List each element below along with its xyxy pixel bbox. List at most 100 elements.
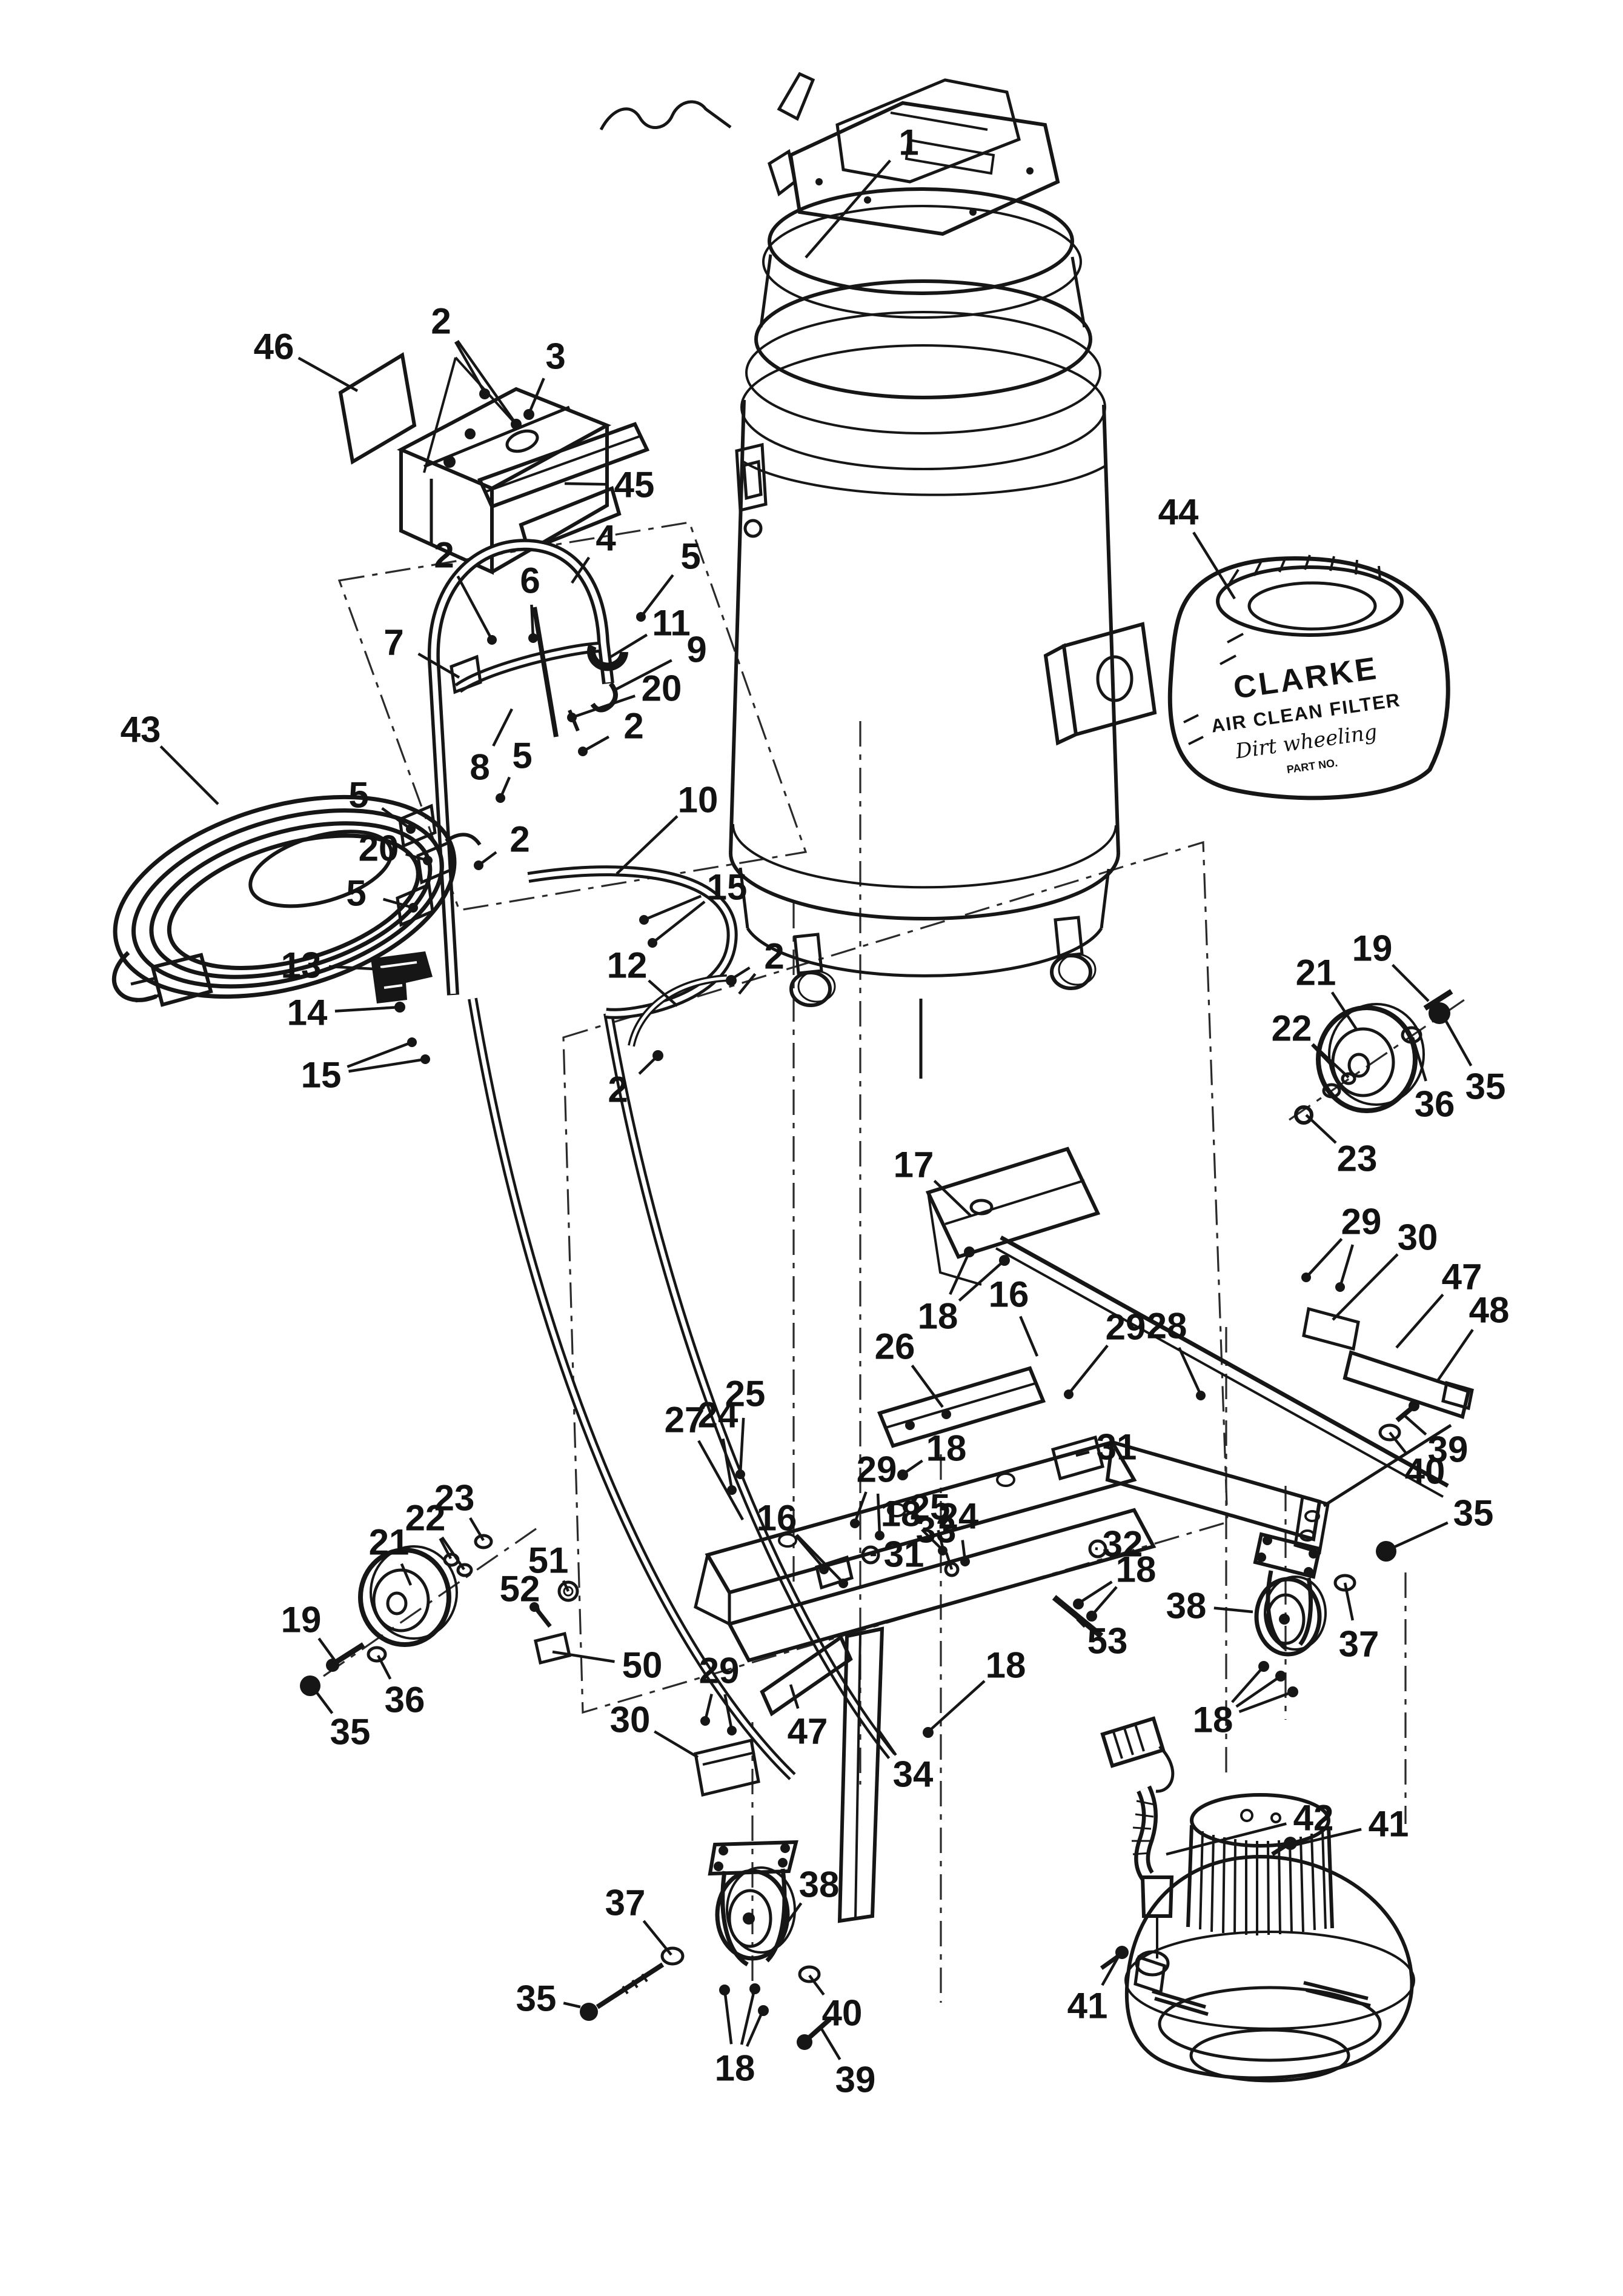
leader-line xyxy=(609,633,648,658)
leader-line xyxy=(382,897,414,910)
callout-41: 41 xyxy=(1067,1986,1108,2026)
leader-line xyxy=(949,1251,971,1296)
callout-17: 17 xyxy=(894,1145,934,1185)
power-cord-43 xyxy=(113,794,457,999)
callout-35: 35 xyxy=(516,1978,557,2019)
plate-45 xyxy=(477,422,650,509)
callout-44: 44 xyxy=(1158,492,1199,533)
washer-40 xyxy=(1378,1423,1401,1442)
leader-line xyxy=(297,356,359,392)
leader-line xyxy=(616,815,679,875)
callout-15: 15 xyxy=(707,867,748,908)
leader-line xyxy=(808,1974,825,1996)
bag-line3-text: PART NO. xyxy=(1286,756,1339,776)
callout-11: 11 xyxy=(652,603,690,644)
washer-23 xyxy=(474,1534,493,1549)
leader-line xyxy=(876,1727,897,1756)
leader-line xyxy=(582,735,609,753)
bracket-17 xyxy=(925,1146,1101,1259)
callout-12: 12 xyxy=(607,945,648,986)
bracket-30-right xyxy=(1302,1306,1360,1351)
callout-22: 22 xyxy=(1272,1008,1312,1049)
hose-fitting xyxy=(1140,1875,1174,1918)
leader-line xyxy=(1090,1586,1118,1617)
angle-rail-28 xyxy=(1000,1235,1449,1488)
callout-48: 48 xyxy=(1469,1290,1510,1331)
leader-line xyxy=(723,1694,734,1731)
callout-18: 18 xyxy=(918,1296,958,1337)
leader-line xyxy=(492,708,514,747)
leader-line xyxy=(612,659,672,692)
leader-line xyxy=(328,965,386,971)
bolt-35 xyxy=(596,1962,665,2009)
axle-bolt-19 xyxy=(1423,989,1453,1011)
leader-line xyxy=(1286,1828,1362,1849)
leader-line xyxy=(1192,531,1236,600)
callout-31: 31 xyxy=(884,1534,924,1575)
callout-36: 36 xyxy=(385,1680,425,1720)
callout-32: 32 xyxy=(1103,1524,1143,1565)
caster-right-group xyxy=(1253,1532,1396,1697)
tank-caster xyxy=(1050,916,1097,990)
callout-18: 18 xyxy=(715,2048,755,2089)
leader-line xyxy=(477,851,497,867)
caster-plate xyxy=(708,1840,798,1876)
phantom-outlines xyxy=(323,521,1467,2003)
leader-line xyxy=(1213,1606,1253,1614)
wheel-21 xyxy=(1316,1005,1418,1113)
callout-35: 35 xyxy=(1465,1066,1506,1107)
blower-dome xyxy=(1124,1854,1414,2080)
plate-47-bottom xyxy=(760,1634,853,1717)
leader-line xyxy=(334,1005,400,1013)
callout-10: 10 xyxy=(678,780,719,820)
callout-39: 39 xyxy=(1428,1429,1469,1470)
callout-34: 34 xyxy=(893,1754,934,1795)
caster-bottom-group xyxy=(580,1840,832,2050)
leader-line xyxy=(794,1534,825,1569)
leader-line xyxy=(1075,1451,1090,1457)
leader-line xyxy=(1231,1665,1265,1703)
callout-1: 1 xyxy=(898,122,918,163)
upright-34 xyxy=(837,1626,885,1923)
callout-18: 18 xyxy=(986,1645,1026,1686)
frame-rail-upper xyxy=(705,1440,1137,1595)
leader-line xyxy=(499,776,511,799)
leader-line xyxy=(642,1920,672,1956)
leader-line xyxy=(958,1259,1006,1302)
leader-line xyxy=(1391,963,1430,1002)
callout-37: 37 xyxy=(605,1883,646,1923)
callout-24: 24 xyxy=(938,1496,979,1537)
callout-13: 13 xyxy=(281,945,322,986)
callout-3: 3 xyxy=(545,336,565,377)
callout-24: 24 xyxy=(698,1395,738,1436)
leader-line xyxy=(745,2009,765,2047)
leader-line xyxy=(1395,1293,1444,1349)
washer-37 xyxy=(1333,1574,1356,1592)
leader-line xyxy=(469,1517,485,1542)
leader-line xyxy=(1305,1114,1337,1144)
plate-46 xyxy=(338,352,417,465)
callout-51: 51 xyxy=(528,1540,569,1581)
screw-41-left xyxy=(1100,1954,1120,1970)
tank-caster xyxy=(789,933,836,1007)
handle-loop-lower xyxy=(527,865,738,1019)
leader-line xyxy=(417,652,460,679)
leader-line xyxy=(347,1040,413,1068)
nut-23 xyxy=(1294,1105,1313,1125)
callout-25: 25 xyxy=(725,1374,766,1414)
plate-47-right xyxy=(1343,1350,1471,1419)
leader-line xyxy=(738,973,757,995)
cord-plug xyxy=(112,833,482,1007)
leader-line xyxy=(571,694,636,719)
leader-line xyxy=(377,1654,392,1680)
callout-4: 4 xyxy=(596,518,616,559)
clamp-16 xyxy=(815,1555,854,1590)
callout-30: 30 xyxy=(610,1700,651,1740)
leader-line xyxy=(552,1650,615,1663)
callout-47: 47 xyxy=(1442,1257,1482,1297)
bracket-30-bottom xyxy=(694,1738,760,1797)
leader-line xyxy=(571,556,591,584)
callout-23: 23 xyxy=(1337,1139,1378,1179)
callout-9: 9 xyxy=(686,630,706,670)
